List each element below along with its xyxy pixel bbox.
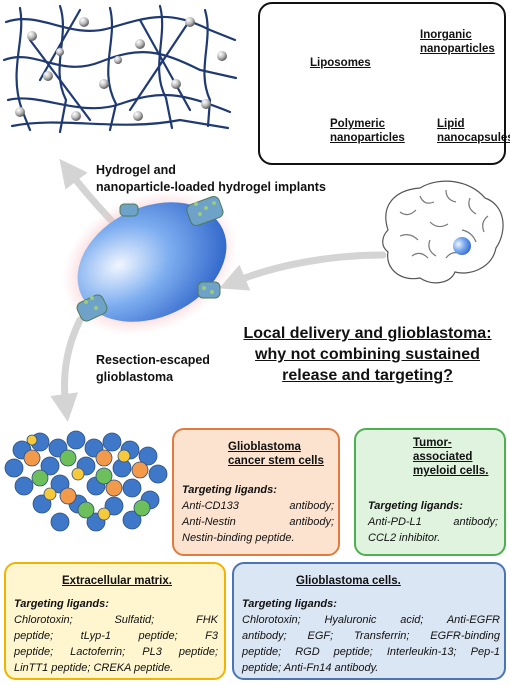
gbm-cells-subtitle: Targeting ligands: (242, 598, 337, 610)
main-title: Local delivery and glioblastoma: why not… (243, 325, 492, 384)
hydrogel-mesh (2, 4, 238, 134)
brain-icon (382, 180, 504, 284)
gbm-cells-card (232, 562, 506, 680)
stem-cells-ligands: Anti-CD133 antibody; Anti-Nestin antibod… (182, 500, 334, 544)
hydrogel-label: Hydrogel and nanoparticle-loaded hydroge… (96, 163, 326, 194)
resection-label: Resection-escaped glioblastoma (96, 353, 210, 384)
tumor-implant-icon (61, 190, 239, 336)
myeloid-cells-card (354, 428, 506, 556)
ecm-subtitle: Targeting ligands: (14, 598, 109, 610)
stem-cells-title: Glioblastoma cancer stem cells (228, 441, 324, 467)
stem-cells-card (172, 428, 340, 556)
stem-cells-subtitle: Targeting ligands: (182, 484, 277, 496)
ecm-ligands: Chlorotoxin; Sulfatid; FHK peptide; tLyp… (14, 614, 218, 674)
myeloid-cells-ligands: Anti-PD-L1 antibody; CCL2 inhibitor. (368, 516, 498, 544)
ecm-title: Extracellular matrix. (62, 575, 172, 587)
gbm-cells-ligands: Chlorotoxin; Hyaluronic acid; Anti-EGFR … (242, 614, 500, 674)
myeloid-cells-subtitle: Targeting ligands: (368, 500, 463, 512)
gbm-cells-title: Glioblastoma cells. (296, 575, 401, 587)
hydrogel-nanoparticles (15, 17, 227, 121)
brain-tumor-icon (453, 237, 471, 255)
nanoparticle-types-panel (258, 2, 506, 165)
myeloid-cells-title: Tumor- associated myeloid cells. (413, 437, 489, 477)
polymeric-nanoparticles-label: Polymeric nanoparticles (330, 118, 405, 144)
lipid-nanocapsules-label: Lipid nanocapsules (437, 118, 510, 144)
liposomes-label: Liposomes (310, 57, 371, 69)
ecm-card (4, 562, 226, 680)
cell-cluster-icon (4, 430, 168, 532)
inorganic-nanoparticles-label: Inorganic nanoparticles (420, 29, 495, 55)
